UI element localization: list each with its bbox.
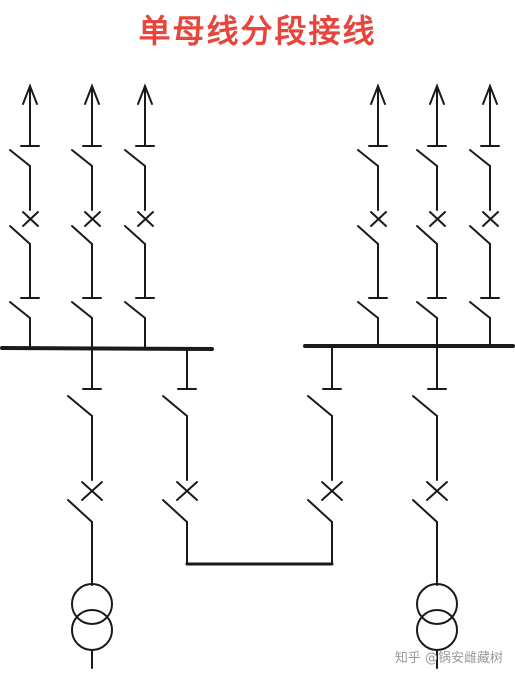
breaker-cross bbox=[482, 211, 499, 227]
disconnector-blade bbox=[9, 301, 31, 319]
arrow-up-icon bbox=[84, 83, 100, 105]
page-title: 单母线分段接线 bbox=[138, 12, 377, 50]
breaker-blade bbox=[469, 225, 491, 245]
breaker-cross bbox=[426, 481, 448, 501]
breaker-blade bbox=[357, 225, 379, 245]
disconnector-blade bbox=[71, 301, 93, 319]
transformer-winding-icon bbox=[71, 609, 113, 651]
arrow-up-icon bbox=[482, 83, 498, 105]
incomer-right bbox=[412, 345, 458, 669]
breaker-blade bbox=[307, 499, 333, 523]
breaker-cross bbox=[81, 481, 103, 501]
disconnector-blade bbox=[307, 395, 333, 417]
disconnector-blade bbox=[357, 149, 379, 167]
feeder-right-1 bbox=[357, 83, 388, 347]
watermark: 知乎 @锅安雌藏树 bbox=[394, 651, 503, 666]
disconnector-blade bbox=[124, 149, 146, 167]
disconnector-blade bbox=[412, 395, 438, 417]
breaker-cross bbox=[176, 481, 198, 501]
disconnector-blade bbox=[67, 395, 93, 417]
breaker-blade bbox=[416, 225, 438, 245]
disconnector-blade bbox=[162, 395, 188, 417]
disconnector-blade bbox=[416, 301, 438, 319]
breaker-cross bbox=[429, 211, 446, 227]
feeder-left-2 bbox=[71, 83, 102, 349]
incomer-left bbox=[67, 347, 113, 669]
breaker-cross bbox=[84, 211, 101, 227]
breaker-cross bbox=[137, 211, 154, 227]
breaker-cross bbox=[321, 481, 343, 501]
breaker-cross bbox=[370, 211, 387, 227]
disconnector-blade bbox=[469, 149, 491, 167]
disconnector-blade bbox=[9, 149, 31, 167]
bus-tie-left bbox=[162, 347, 198, 565]
feeder-left-3 bbox=[124, 83, 155, 349]
arrow-up-icon bbox=[370, 83, 386, 105]
breaker-blade bbox=[124, 225, 146, 245]
breaker-blade bbox=[412, 499, 438, 523]
arrow-up-icon bbox=[22, 83, 38, 105]
transformer-winding-icon bbox=[71, 583, 113, 625]
breaker-blade bbox=[9, 225, 31, 245]
transformer-winding-icon bbox=[416, 583, 458, 625]
breaker-cross bbox=[22, 211, 39, 227]
feeder-right-3 bbox=[469, 83, 500, 347]
transformer-winding-icon bbox=[416, 609, 458, 651]
bus-left bbox=[0, 346, 214, 351]
disconnector-blade bbox=[357, 301, 379, 319]
disconnector-blade bbox=[469, 301, 491, 319]
breaker-blade bbox=[162, 499, 188, 523]
feeder-left-1 bbox=[9, 83, 40, 349]
disconnector-blade bbox=[71, 149, 93, 167]
disconnector-blade bbox=[124, 301, 146, 319]
arrow-up-icon bbox=[429, 83, 445, 105]
breaker-blade bbox=[67, 499, 93, 523]
breaker-blade bbox=[71, 225, 93, 245]
feeder-right-2 bbox=[416, 83, 447, 347]
disconnector-blade bbox=[416, 149, 438, 167]
bus-tie-right bbox=[307, 345, 343, 565]
arrow-up-icon bbox=[137, 83, 153, 105]
